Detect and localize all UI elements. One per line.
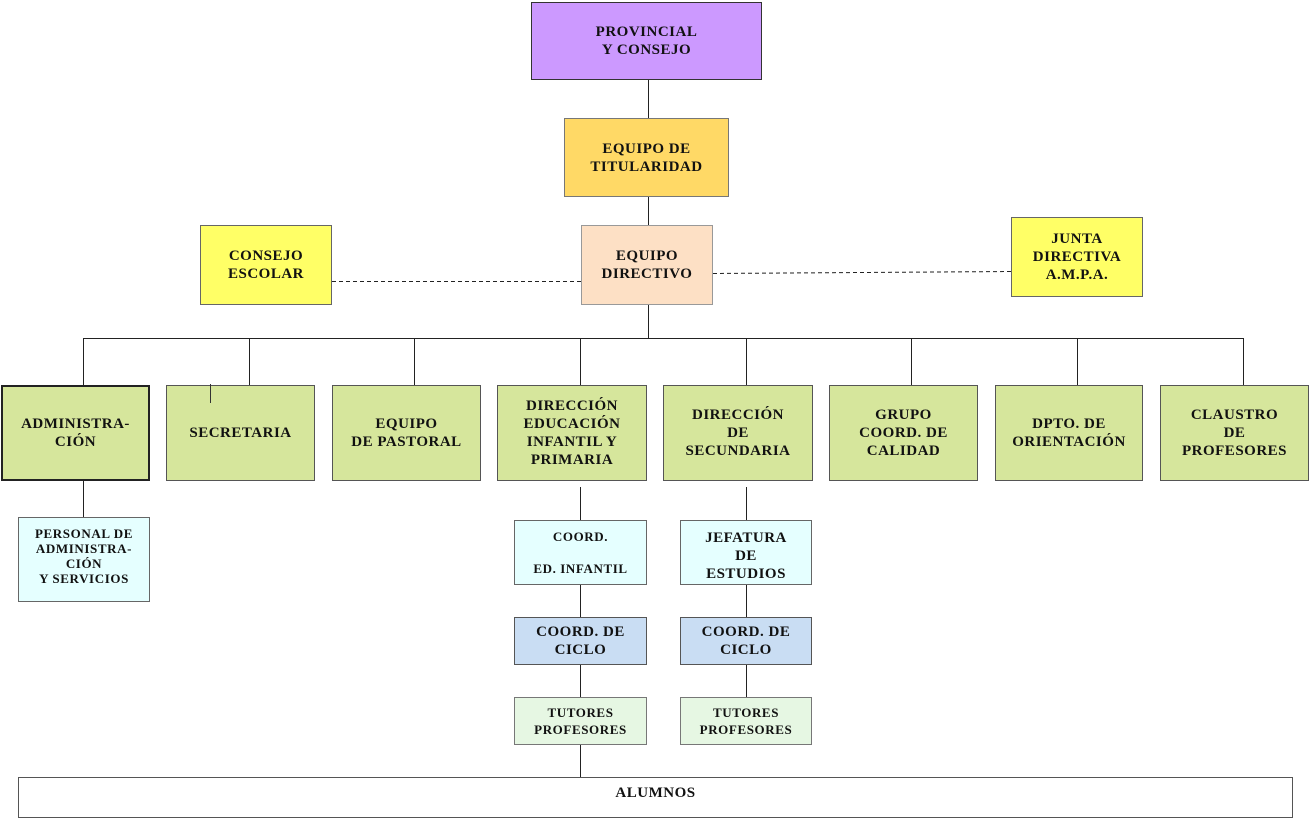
coord-ciclo-primaria-label: COORD. DE CICLO <box>536 624 625 658</box>
administracion-box: ADMINISTRA- CIÓN <box>1 385 150 481</box>
equipo-titularidad-label: EQUIPO DE TITULARIDAD <box>590 140 703 175</box>
grupo-calidad-label: GRUPO COORD. DE CALIDAD <box>859 407 948 459</box>
equipo-titularidad-box: EQUIPO DE TITULARIDAD <box>564 118 729 197</box>
consejo-escolar-box: CONSEJO ESCOLAR <box>200 225 332 305</box>
direccion-secundaria-label: DIRECCIÓN DE SECUNDARIA <box>685 407 791 459</box>
jefatura-estudios-label: JEFATURA DE ESTUDIOS <box>705 530 787 578</box>
personal-administracion-label: PERSONAL DE ADMINISTRA- CIÓN Y SERVICIOS <box>35 526 133 586</box>
secretaria-box: SECRETARIA <box>166 384 315 481</box>
equipo-pastoral-box: EQUIPO DE PASTORAL <box>332 385 481 481</box>
coord-ciclo-secundaria-box: COORD. DE CICLO <box>680 617 812 665</box>
alumnos-box: ALUMNOS <box>18 777 1293 818</box>
claustro-profesores-box: CLAUSTRO DE PROFESORES <box>1160 385 1309 481</box>
alumnos-label: ALUMNOS <box>615 785 696 801</box>
dpto-orientacion-box: DPTO. DE ORIENTACIÓN <box>995 385 1143 481</box>
connector-directivo-junta-dashed <box>712 271 1012 274</box>
direccion-infantil-primaria-label: DIRECCIÓN EDUCACIÓN INFANTIL Y PRIMARIA <box>523 398 621 468</box>
equipo-directivo-label: EQUIPO DIRECTIVO <box>601 248 693 282</box>
provincial-y-consejo-label: PROVINCIAL Y CONSEJO <box>595 24 698 58</box>
consejo-escolar-label: CONSEJO ESCOLAR <box>227 248 305 282</box>
jefatura-estudios-box: JEFATURA DE ESTUDIOS <box>680 520 812 585</box>
equipo-pastoral-label: EQUIPO DE PASTORAL <box>351 416 462 450</box>
direccion-secundaria-box: DIRECCIÓN DE SECUNDARIA <box>663 385 813 481</box>
grupo-calidad-box: GRUPO COORD. DE CALIDAD <box>829 385 978 481</box>
coord-ciclo-primaria-box: COORD. DE CICLO <box>514 617 647 665</box>
tutores-secundaria-box: TUTORES PROFESORES <box>680 697 812 745</box>
equipo-directivo-box: EQUIPO DIRECTIVO <box>581 225 713 305</box>
junta-directiva-ampa-label: JUNTA DIRECTIVA A.M.P.A. <box>1032 231 1122 283</box>
stray-tick-mark <box>210 384 211 403</box>
personal-administracion-box: PERSONAL DE ADMINISTRA- CIÓN Y SERVICIOS <box>18 517 150 602</box>
coord-infantil-label: COORD. ED. INFANTIL <box>533 528 628 576</box>
claustro-profesores-label: CLAUSTRO DE PROFESORES <box>1181 407 1288 459</box>
dpto-orientacion-label: DPTO. DE ORIENTACIÓN <box>1012 416 1126 450</box>
tutores-primaria-box: TUTORES PROFESORES <box>514 697 647 745</box>
coord-infantil-box: COORD. ED. INFANTIL <box>514 520 647 585</box>
tutores-secundaria-label: TUTORES PROFESORES <box>699 705 793 737</box>
tutores-primaria-label: TUTORES PROFESORES <box>534 705 627 737</box>
secretaria-label: SECRETARIA <box>189 425 292 441</box>
coord-ciclo-secundaria-label: COORD. DE CICLO <box>701 624 791 658</box>
provincial-y-consejo-box: PROVINCIAL Y CONSEJO <box>531 2 762 80</box>
administracion-label: ADMINISTRA- CIÓN <box>21 416 130 450</box>
direccion-infantil-primaria-box: DIRECCIÓN EDUCACIÓN INFANTIL Y PRIMARIA <box>497 385 647 481</box>
junta-directiva-ampa-box: JUNTA DIRECTIVA A.M.P.A. <box>1011 217 1143 297</box>
